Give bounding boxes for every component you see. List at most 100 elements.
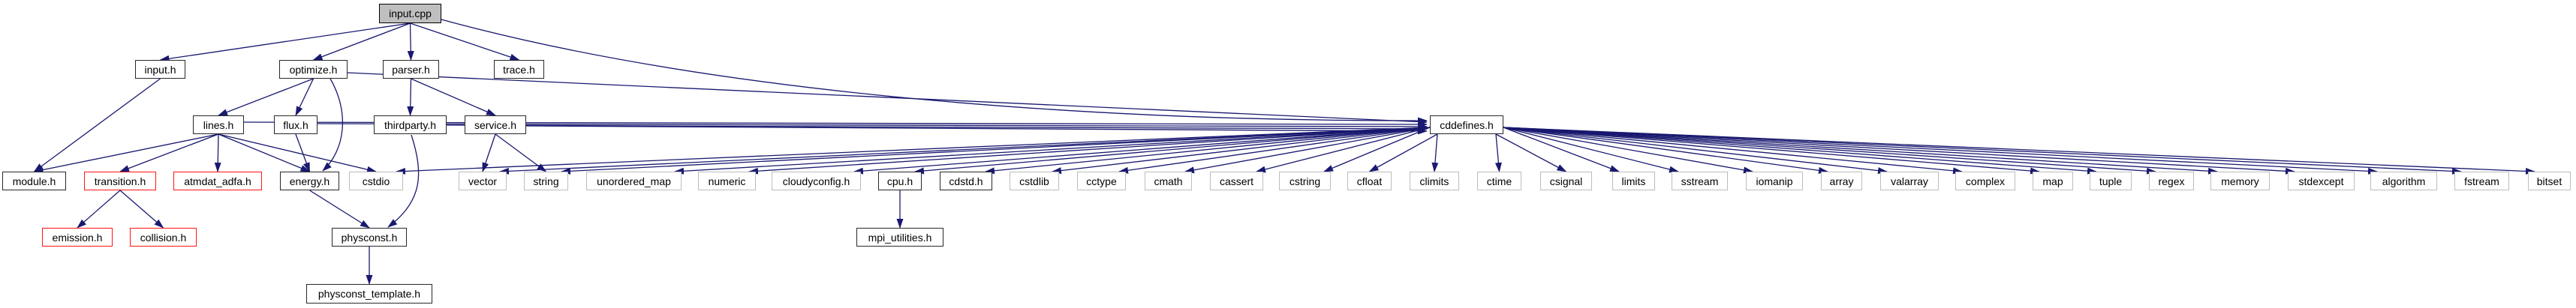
graph-node-unordered_map[interactable]: unordered_map	[586, 172, 682, 190]
graph-node-collision.h[interactable]: collision.h	[130, 228, 197, 247]
graph-node-label: physconst.h	[341, 231, 398, 244]
graph-node-stdexcept[interactable]: stdexcept	[2288, 172, 2355, 190]
graph-node-cstdlib[interactable]: cstdlib	[1010, 172, 1059, 190]
edge-cddefines.h-to-array	[1503, 127, 1828, 174]
edge-cddefines.h-to-cfloat	[1368, 133, 1438, 172]
edge-lines.h-to-module.h	[33, 133, 219, 174]
graph-node-complex[interactable]: complex	[1955, 172, 2015, 190]
graph-node-physconst_template.h[interactable]: physconst_template.h	[306, 284, 432, 304]
graph-node-emission.h[interactable]: emission.h	[42, 228, 113, 247]
graph-node-cmath[interactable]: cmath	[1145, 172, 1192, 190]
graph-node-regex[interactable]: regex	[2149, 172, 2194, 190]
graph-node-bitset[interactable]: bitset	[2528, 172, 2571, 190]
graph-node-energy.h[interactable]: energy.h	[280, 172, 339, 190]
edge-cddefines.h-to-iomanip	[1503, 127, 1753, 174]
edge-input.cpp-to-cddefines.h	[441, 19, 1428, 124]
edge-flux.h-to-energy.h	[295, 133, 311, 172]
edge-optimize.h-to-energy.h	[322, 78, 344, 172]
edge-thirdparty.h-to-cddefines.h	[446, 124, 1428, 133]
graph-node-label: bitset	[2536, 175, 2562, 187]
graph-node-label: valarray	[1891, 175, 1928, 187]
graph-node-label: ctime	[1486, 175, 1512, 187]
graph-node-cctype[interactable]: cctype	[1077, 172, 1126, 190]
graph-node-label: physconst_template.h	[317, 288, 421, 300]
graph-node-numeric[interactable]: numeric	[698, 172, 756, 190]
graph-node-label: array	[1829, 175, 1854, 187]
graph-node-mpi_utilities.h[interactable]: mpi_utilities.h	[856, 228, 943, 247]
graph-node-label: regex	[2158, 175, 2185, 187]
edge-cddefines.h-to-string	[561, 127, 1431, 175]
edge-cddefines.h-to-climits	[1431, 133, 1439, 172]
graph-node-label: map	[2042, 175, 2063, 187]
edge-cddefines.h-to-valarray	[1503, 127, 1888, 175]
graph-node-string[interactable]: string	[524, 172, 568, 190]
graph-node-label: complex	[1965, 175, 2006, 187]
graph-node-flux.h[interactable]: flux.h	[274, 115, 317, 134]
graph-node-limits[interactable]: limits	[1612, 172, 1655, 190]
graph-node-transition.h[interactable]: transition.h	[84, 172, 156, 190]
graph-node-service.h[interactable]: service.h	[465, 115, 526, 134]
graph-node-csignal[interactable]: csignal	[1540, 172, 1592, 190]
edge-cddefines.h-to-cstdio	[396, 127, 1431, 175]
graph-node-optimize.h[interactable]: optimize.h	[279, 60, 348, 79]
edge-cddefines.h-to-memory	[1503, 127, 2218, 175]
edge-cddefines.h-to-cstring	[1323, 127, 1431, 172]
graph-node-label: sstream	[1681, 175, 1719, 187]
graph-node-iomanip[interactable]: iomanip	[1746, 172, 1803, 190]
graph-node-atmdat_adfa.h[interactable]: atmdat_adfa.h	[173, 172, 262, 190]
graph-node-cstring[interactable]: cstring	[1279, 172, 1331, 190]
graph-node-physconst.h[interactable]: physconst.h	[332, 228, 407, 247]
graph-node-trace.h[interactable]: trace.h	[494, 60, 544, 79]
graph-node-label: collision.h	[140, 231, 187, 244]
graph-node-label: module.h	[12, 175, 56, 187]
graph-node-cassert[interactable]: cassert	[1210, 172, 1263, 190]
edge-cddefines.h-to-bitset	[1503, 127, 2535, 175]
edge-input.h-to-module.h	[33, 78, 161, 172]
graph-node-label: thirdparty.h	[384, 118, 436, 131]
edge-cddefines.h-to-ctime	[1494, 133, 1502, 172]
edge-cddefines.h-to-cdstd.h	[985, 127, 1431, 175]
graph-node-label: numeric	[708, 175, 746, 187]
graph-node-array[interactable]: array	[1821, 172, 1862, 190]
edge-optimize.h-to-cddefines.h	[347, 72, 1428, 125]
graph-node-cddefines.h[interactable]: cddefines.h	[1430, 115, 1503, 134]
graph-node-input.cpp: input.cpp	[379, 4, 441, 23]
graph-node-cdstd.h[interactable]: cdstd.h	[940, 172, 992, 190]
graph-node-fstream[interactable]: fstream	[2454, 172, 2509, 190]
graph-node-label: stdexcept	[2298, 175, 2344, 187]
edge-cddefines.h-to-vector	[499, 127, 1431, 175]
graph-node-module.h[interactable]: module.h	[2, 172, 66, 190]
edge-input.cpp-to-input.h	[159, 22, 411, 62]
graph-node-label: input.cpp	[389, 7, 432, 19]
graph-node-lines.h[interactable]: lines.h	[193, 115, 244, 134]
graph-node-cstdio[interactable]: cstdio	[349, 172, 403, 190]
graph-node-ctime[interactable]: ctime	[1477, 172, 1521, 190]
edge-input.cpp-to-optimize.h	[312, 22, 411, 61]
graph-node-thirdparty.h[interactable]: thirdparty.h	[374, 115, 447, 134]
graph-node-sstream[interactable]: sstream	[1672, 172, 1728, 190]
graph-node-label: emission.h	[52, 231, 103, 244]
graph-node-cpu.h[interactable]: cpu.h	[878, 172, 922, 190]
edge-lines.h-to-energy.h	[218, 133, 311, 172]
graph-node-label: cassert	[1219, 175, 1254, 187]
graph-node-valarray[interactable]: valarray	[1880, 172, 1939, 190]
graph-node-cloudyconfig.h[interactable]: cloudyconfig.h	[772, 172, 861, 190]
graph-node-label: unordered_map	[597, 175, 671, 187]
graph-node-parser.h[interactable]: parser.h	[383, 60, 439, 79]
edge-cddefines.h-to-tuple	[1503, 127, 2097, 175]
graph-node-label: climits	[1419, 175, 1449, 187]
graph-node-label: cctype	[1086, 175, 1117, 187]
graph-node-memory[interactable]: memory	[2210, 172, 2270, 190]
graph-node-label: service.h	[474, 118, 517, 131]
graph-node-map[interactable]: map	[2033, 172, 2073, 190]
edge-cddefines.h-to-regex	[1503, 127, 2156, 175]
graph-node-tuple[interactable]: tuple	[2090, 172, 2132, 190]
graph-node-cfloat[interactable]: cfloat	[1347, 172, 1392, 190]
graph-node-input.h[interactable]: input.h	[135, 60, 185, 79]
graph-node-label: optimize.h	[289, 63, 338, 76]
edge-parser.h-to-service.h	[411, 78, 496, 116]
graph-node-algorithm[interactable]: algorithm	[2370, 172, 2437, 190]
graph-node-vector[interactable]: vector	[459, 172, 507, 190]
graph-node-climits[interactable]: climits	[1410, 172, 1459, 190]
